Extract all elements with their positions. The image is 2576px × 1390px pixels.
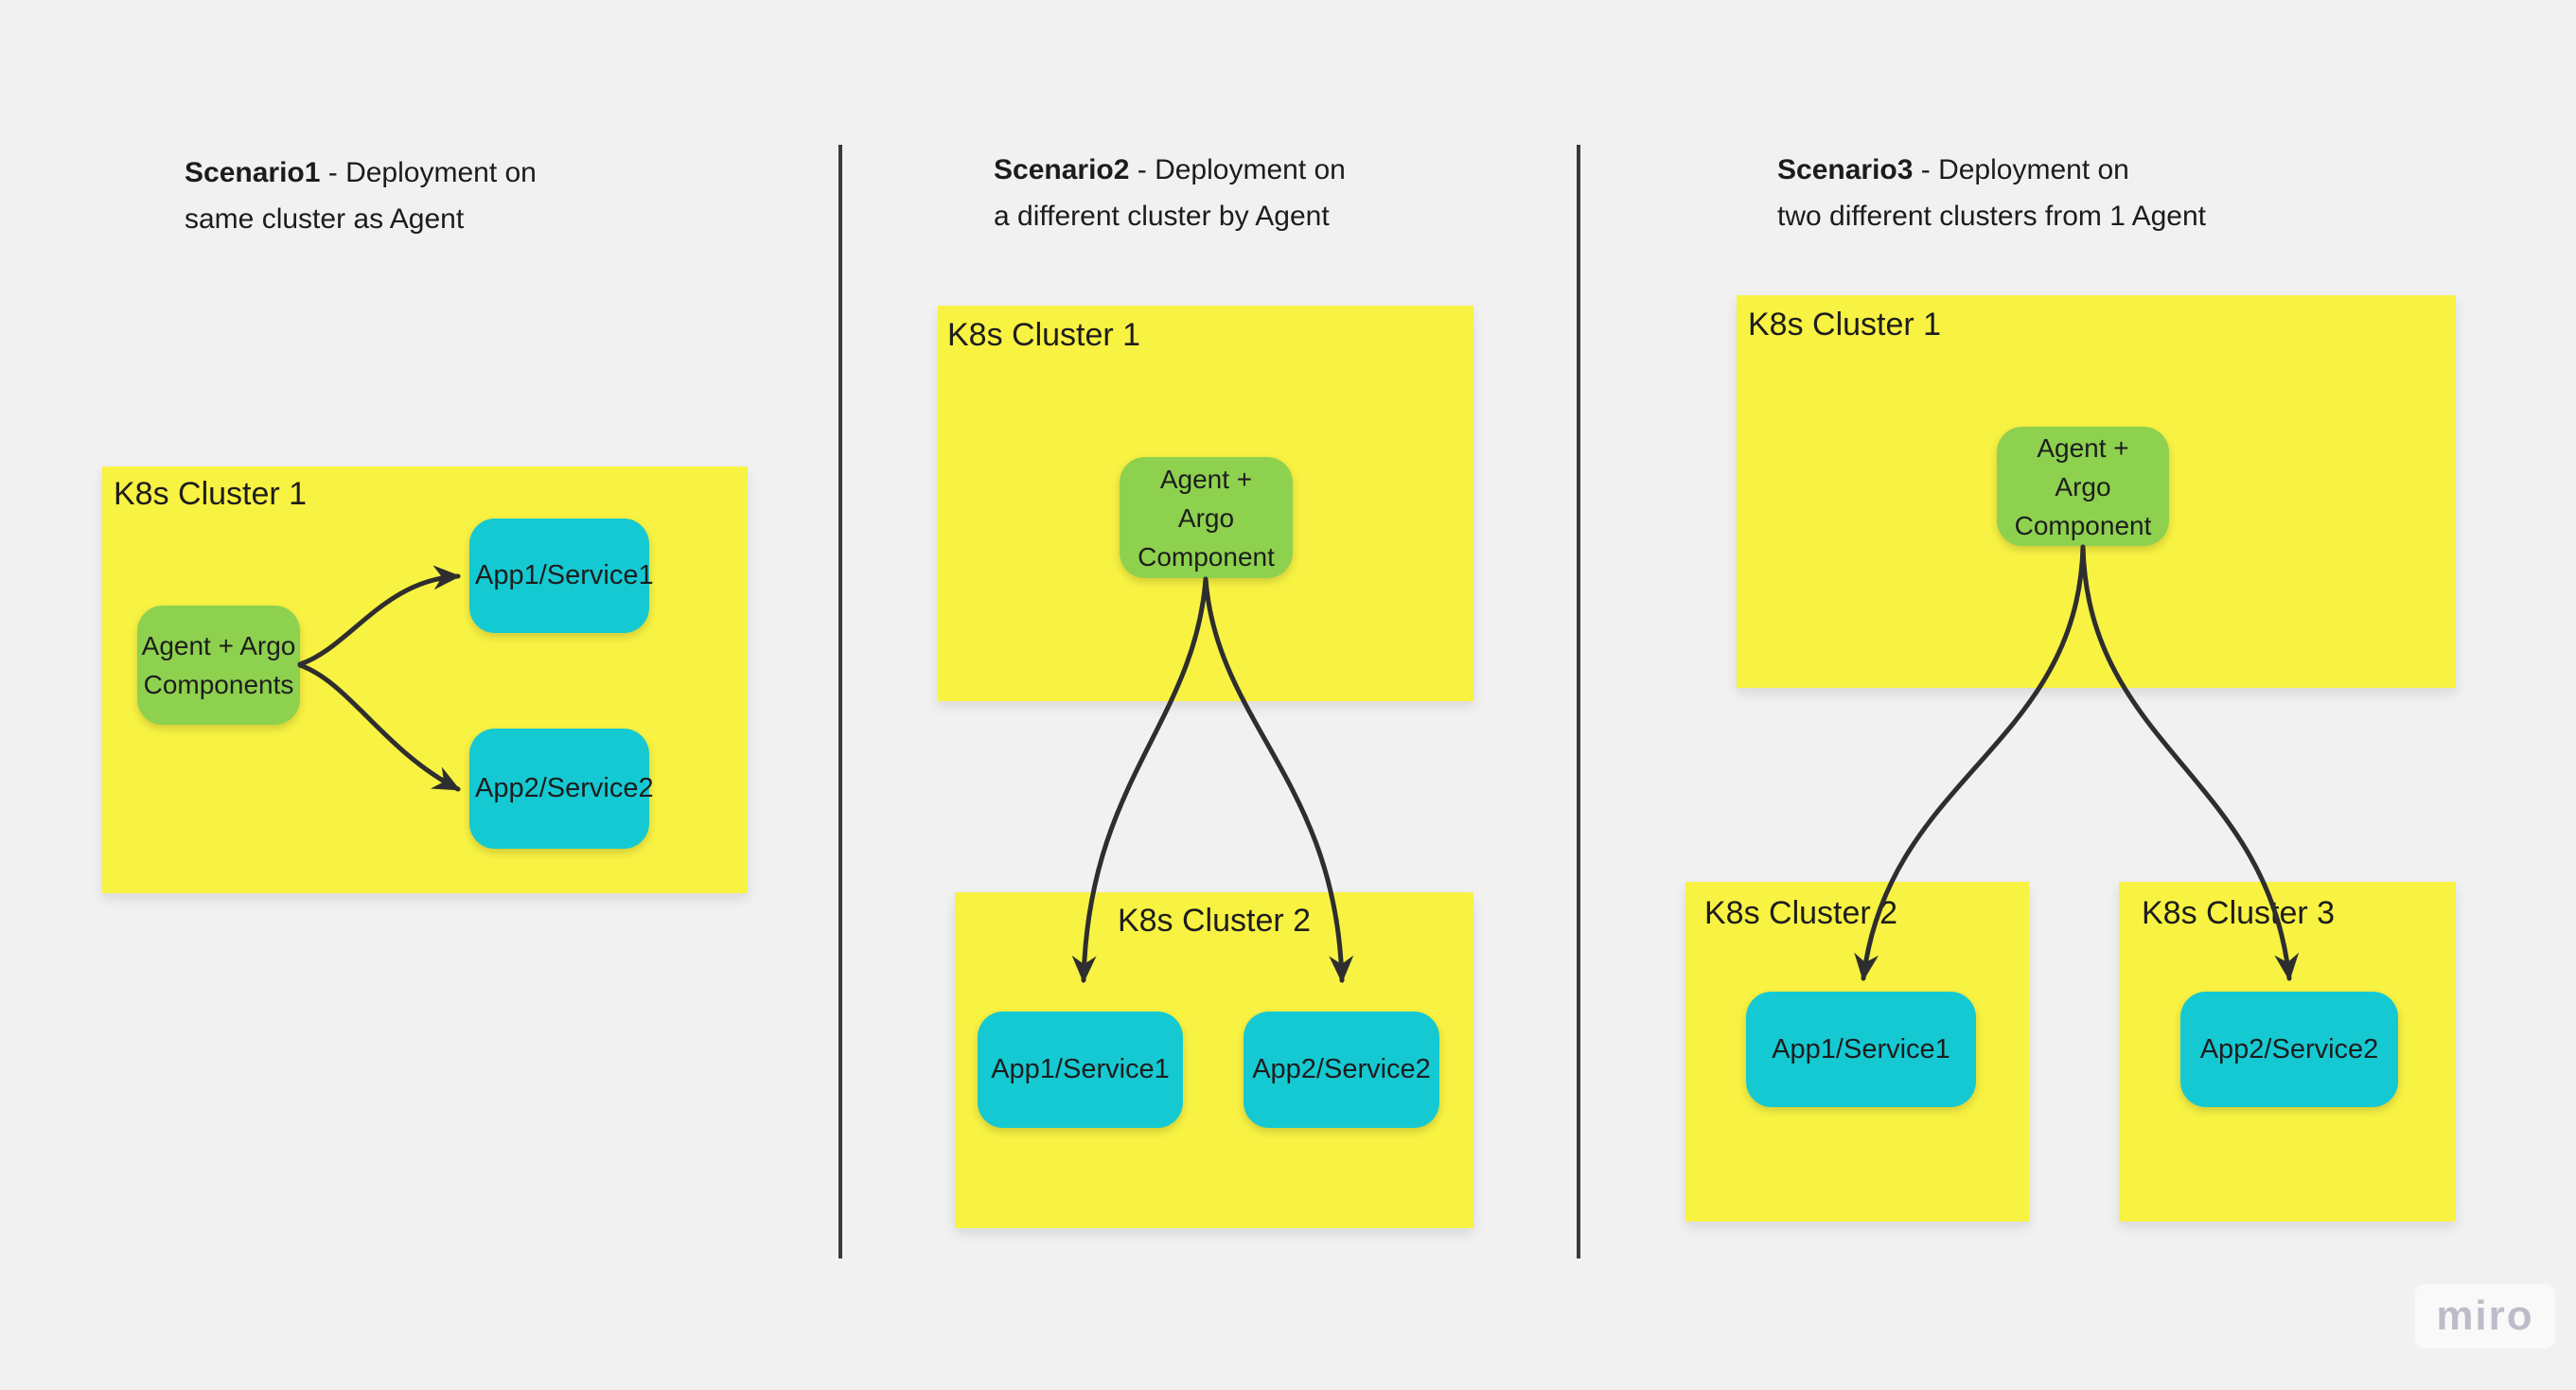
s2-app1-box: App1/Service1 [978, 1012, 1183, 1128]
scenario3-title-line1: Scenario3 - Deployment on [1777, 147, 2383, 193]
s3-agent-box: Agent + Argo Component [1997, 427, 2169, 546]
s3-app2-label: App2/Service2 [2199, 1033, 2379, 1064]
miro-watermark: miro [2415, 1284, 2555, 1348]
s2-app2-label: App2/Service2 [1252, 1054, 1431, 1084]
scenario3-title-bold: Scenario3 [1777, 154, 1914, 185]
s3-agent-label-line1: Agent + [2037, 432, 2129, 463]
scenario2-title-rest: - Deployment on [1129, 154, 1346, 185]
s2-cluster1-label: K8s Cluster 1 [947, 317, 1141, 353]
s1-agent-box: Agent + Argo Components [137, 606, 300, 725]
scenario3-title-rest: - Deployment on [1913, 154, 2129, 185]
scenario1-title-line1: Scenario1 - Deployment on [185, 150, 696, 196]
s2-app1-label: App1/Service1 [991, 1054, 1170, 1084]
s1-agent-label-line2: Components [143, 670, 294, 699]
s3-app2-box: App2/Service2 [2180, 992, 2398, 1107]
s1-agent-label-line1: Agent + Argo [141, 631, 296, 660]
s3-cluster1-label: K8s Cluster 1 [1748, 307, 1942, 343]
s3-cluster2-label: K8s Cluster 2 [1704, 895, 1898, 931]
scenario1-title-rest: - Deployment on [320, 157, 537, 188]
s1-app2-box: App2/Service2 [469, 729, 654, 849]
scenario2-title: Scenario2 - Deployment on a different cl… [994, 147, 1505, 239]
scenario3-title-line2: two different clusters from 1 Agent [1777, 201, 2207, 232]
divider-line-1 [838, 145, 842, 1258]
s2-cluster2-label: K8s Cluster 2 [1117, 903, 1312, 939]
divider-line-2 [1577, 145, 1580, 1258]
s2-app2-box: App2/Service2 [1244, 1012, 1439, 1128]
s2-agent-box: Agent + Argo Component [1120, 457, 1293, 578]
s2-agent-label-line1: Agent + [1159, 464, 1253, 494]
scenario1-title-bold: Scenario1 [185, 157, 321, 188]
s1-app2-label: App2/Service2 [475, 773, 654, 803]
scenario2-title-line1: Scenario2 - Deployment on [994, 147, 1505, 193]
scenario3-title: Scenario3 - Deployment on two different … [1777, 147, 2383, 239]
scenario1-title-line2: same cluster as Agent [185, 203, 465, 235]
s3-app1-box: App1/Service1 [1746, 992, 1976, 1107]
s1-cluster1-label: K8s Cluster 1 [114, 476, 308, 512]
s1-app1-label: App1/Service1 [475, 560, 654, 590]
scenario1-title: Scenario1 - Deployment on same cluster a… [185, 150, 696, 242]
s3-agent-label-line2: Argo [2055, 471, 2111, 501]
s3-cluster3-label: K8s Cluster 3 [2142, 895, 2336, 931]
s1-app1-box: App1/Service1 [469, 519, 654, 633]
s2-agent-label-line2: Argo [1177, 502, 1235, 533]
miro-watermark-label: miro [2436, 1293, 2534, 1339]
s2-agent-label-line3: Component [1138, 541, 1275, 572]
scenario2-title-line2: a different cluster by Agent [994, 201, 1330, 232]
s3-app1-label: App1/Service1 [1772, 1033, 1950, 1064]
scenario2-title-bold: Scenario2 [994, 154, 1130, 185]
s3-agent-label-line3: Component [2014, 510, 2152, 540]
